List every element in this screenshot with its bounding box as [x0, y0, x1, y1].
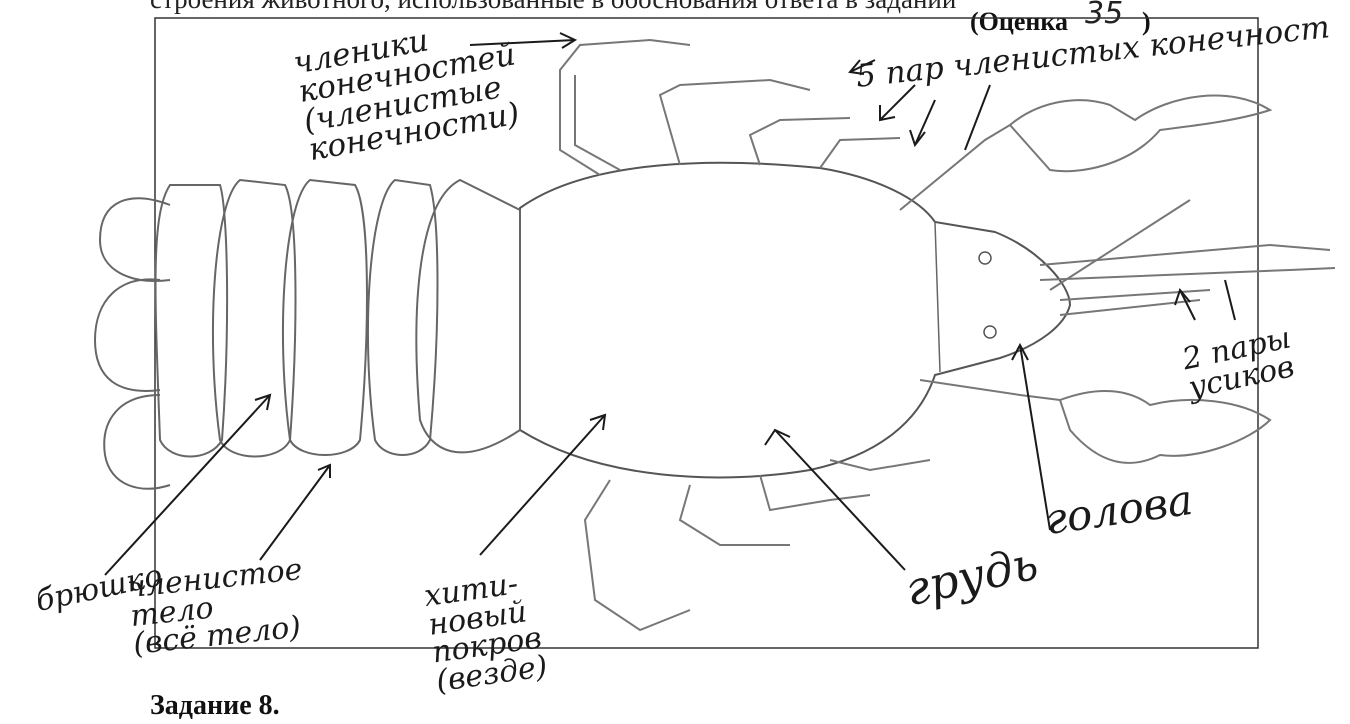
tail-fan [95, 198, 170, 488]
claw-upper [1010, 96, 1270, 172]
claw-lower [1060, 391, 1270, 463]
label-segmented-body: членистое тело (всё тело) [126, 556, 310, 659]
task-heading: Задание 8. [150, 690, 280, 722]
eye [979, 252, 991, 264]
carapace [520, 163, 1070, 478]
label-chitin: хити- новый покров (везде) [423, 568, 550, 696]
abdomen-segments [156, 180, 520, 457]
